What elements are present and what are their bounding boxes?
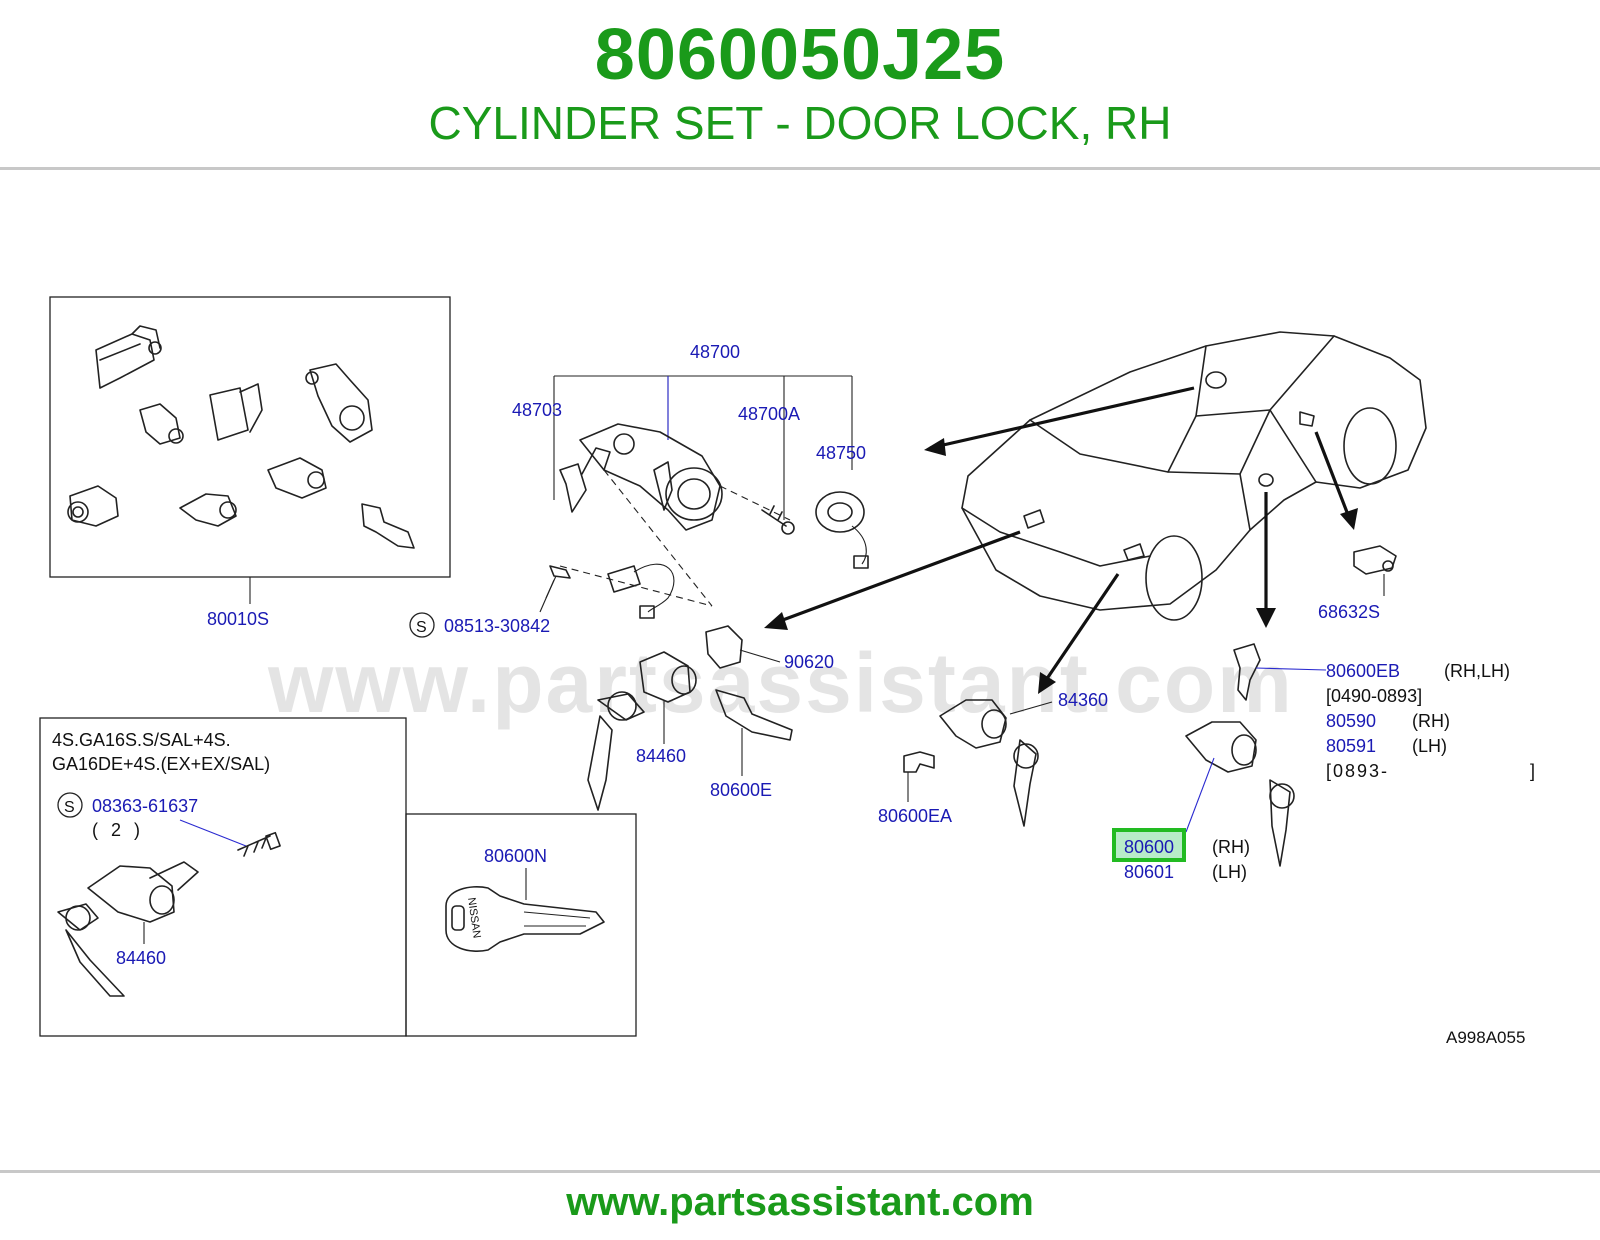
variant-line-2: GA16DE+4S.(EX+EX/SAL) [52, 754, 270, 774]
key-box [405, 813, 637, 1037]
label-80601-side: (LH) [1212, 862, 1247, 882]
label-range-close: ] [1530, 761, 1535, 781]
part-name-subtitle: CYLINDER SET - DOOR LOCK, RH [428, 97, 1172, 149]
label-80600N[interactable]: 80600N [484, 846, 547, 866]
leader-80600 [1185, 757, 1215, 833]
leader-80600EB [1255, 667, 1327, 671]
kit-box [49, 296, 451, 578]
rh-door-cylinder-drawing [1185, 643, 1295, 867]
arrows [764, 386, 1358, 694]
label-90620[interactable]: 90620 [784, 652, 834, 672]
label-84460-variant[interactable]: 84460 [116, 948, 166, 968]
label-84360[interactable]: 84360 [1058, 690, 1108, 710]
label-80600-side: (RH) [1212, 837, 1250, 857]
footer-url[interactable]: www.partsassistant.com [566, 1180, 1034, 1224]
lh-door-cylinder-drawing [903, 699, 1039, 827]
label-84460-trunk[interactable]: 84460 [636, 746, 686, 766]
trunk-opener-drawing [1353, 545, 1397, 575]
label-48703[interactable]: 48703 [512, 400, 562, 420]
footer-divider [0, 1170, 1600, 1173]
label-08513-30842[interactable]: 08513-30842 [444, 616, 550, 636]
s-marker-1 [409, 612, 435, 638]
trunk-lock-drawing [587, 625, 793, 811]
diagram-code: A998A055 [1446, 1028, 1525, 1047]
label-48700A[interactable]: 48700A [738, 404, 800, 424]
label-80590[interactable]: 80590 [1326, 711, 1376, 731]
highlight-80600[interactable] [1112, 828, 1186, 862]
key-drawing [445, 886, 605, 952]
label-80600EB-side: (RH,LH) [1444, 661, 1510, 681]
s-marker-2-text: S [64, 799, 75, 816]
s-marker-2 [57, 792, 83, 818]
variant-cylinder-drawing [57, 831, 281, 997]
label-80591[interactable]: 80591 [1326, 736, 1376, 756]
part-number-title: 8060050J25 [594, 15, 1006, 95]
label-68632S[interactable]: 68632S [1318, 602, 1380, 622]
label-range-0893: [0893- [1326, 761, 1389, 781]
page-header: 8060050J25 CYLINDER SET - DOOR LOCK, RH [0, 0, 1600, 170]
label-80010S[interactable]: 80010S [207, 609, 269, 629]
leader-84360 [1009, 701, 1053, 715]
bracket-48700 [553, 375, 853, 520]
car-body-drawing [961, 331, 1427, 621]
label-80590-side: (RH) [1412, 711, 1450, 731]
watermark-text: www.partsassistant.com [267, 636, 1294, 730]
label-08363-61637[interactable]: 08363-61637 [92, 796, 198, 816]
label-80600EB-range: [0490-0893] [1326, 686, 1422, 706]
s-marker-1-text: S [416, 619, 427, 636]
leader-08513 [539, 579, 555, 613]
leader-90620 [739, 649, 781, 663]
label-48700[interactable]: 48700 [690, 342, 740, 362]
variant-line-1: 4S.GA16S.S/SAL+4S. [52, 730, 231, 750]
dashed-assembly-lines [559, 469, 791, 607]
label-80600EB[interactable]: 80600EB [1326, 661, 1400, 681]
label-80600E[interactable]: 80600E [710, 780, 772, 800]
label-80601[interactable]: 80601 [1124, 862, 1174, 882]
label-80600EA[interactable]: 80600EA [878, 806, 952, 826]
header-divider [0, 167, 1600, 170]
label-qty: ( 2 ) [92, 820, 144, 840]
label-80600[interactable]: 80600 [1124, 837, 1174, 857]
leader-08363 [179, 819, 247, 847]
kit-parts-drawing [67, 325, 415, 549]
label-48750[interactable]: 48750 [816, 443, 866, 463]
label-80591-side: (LH) [1412, 736, 1447, 756]
key-brand-text: NISSAN [465, 897, 483, 939]
